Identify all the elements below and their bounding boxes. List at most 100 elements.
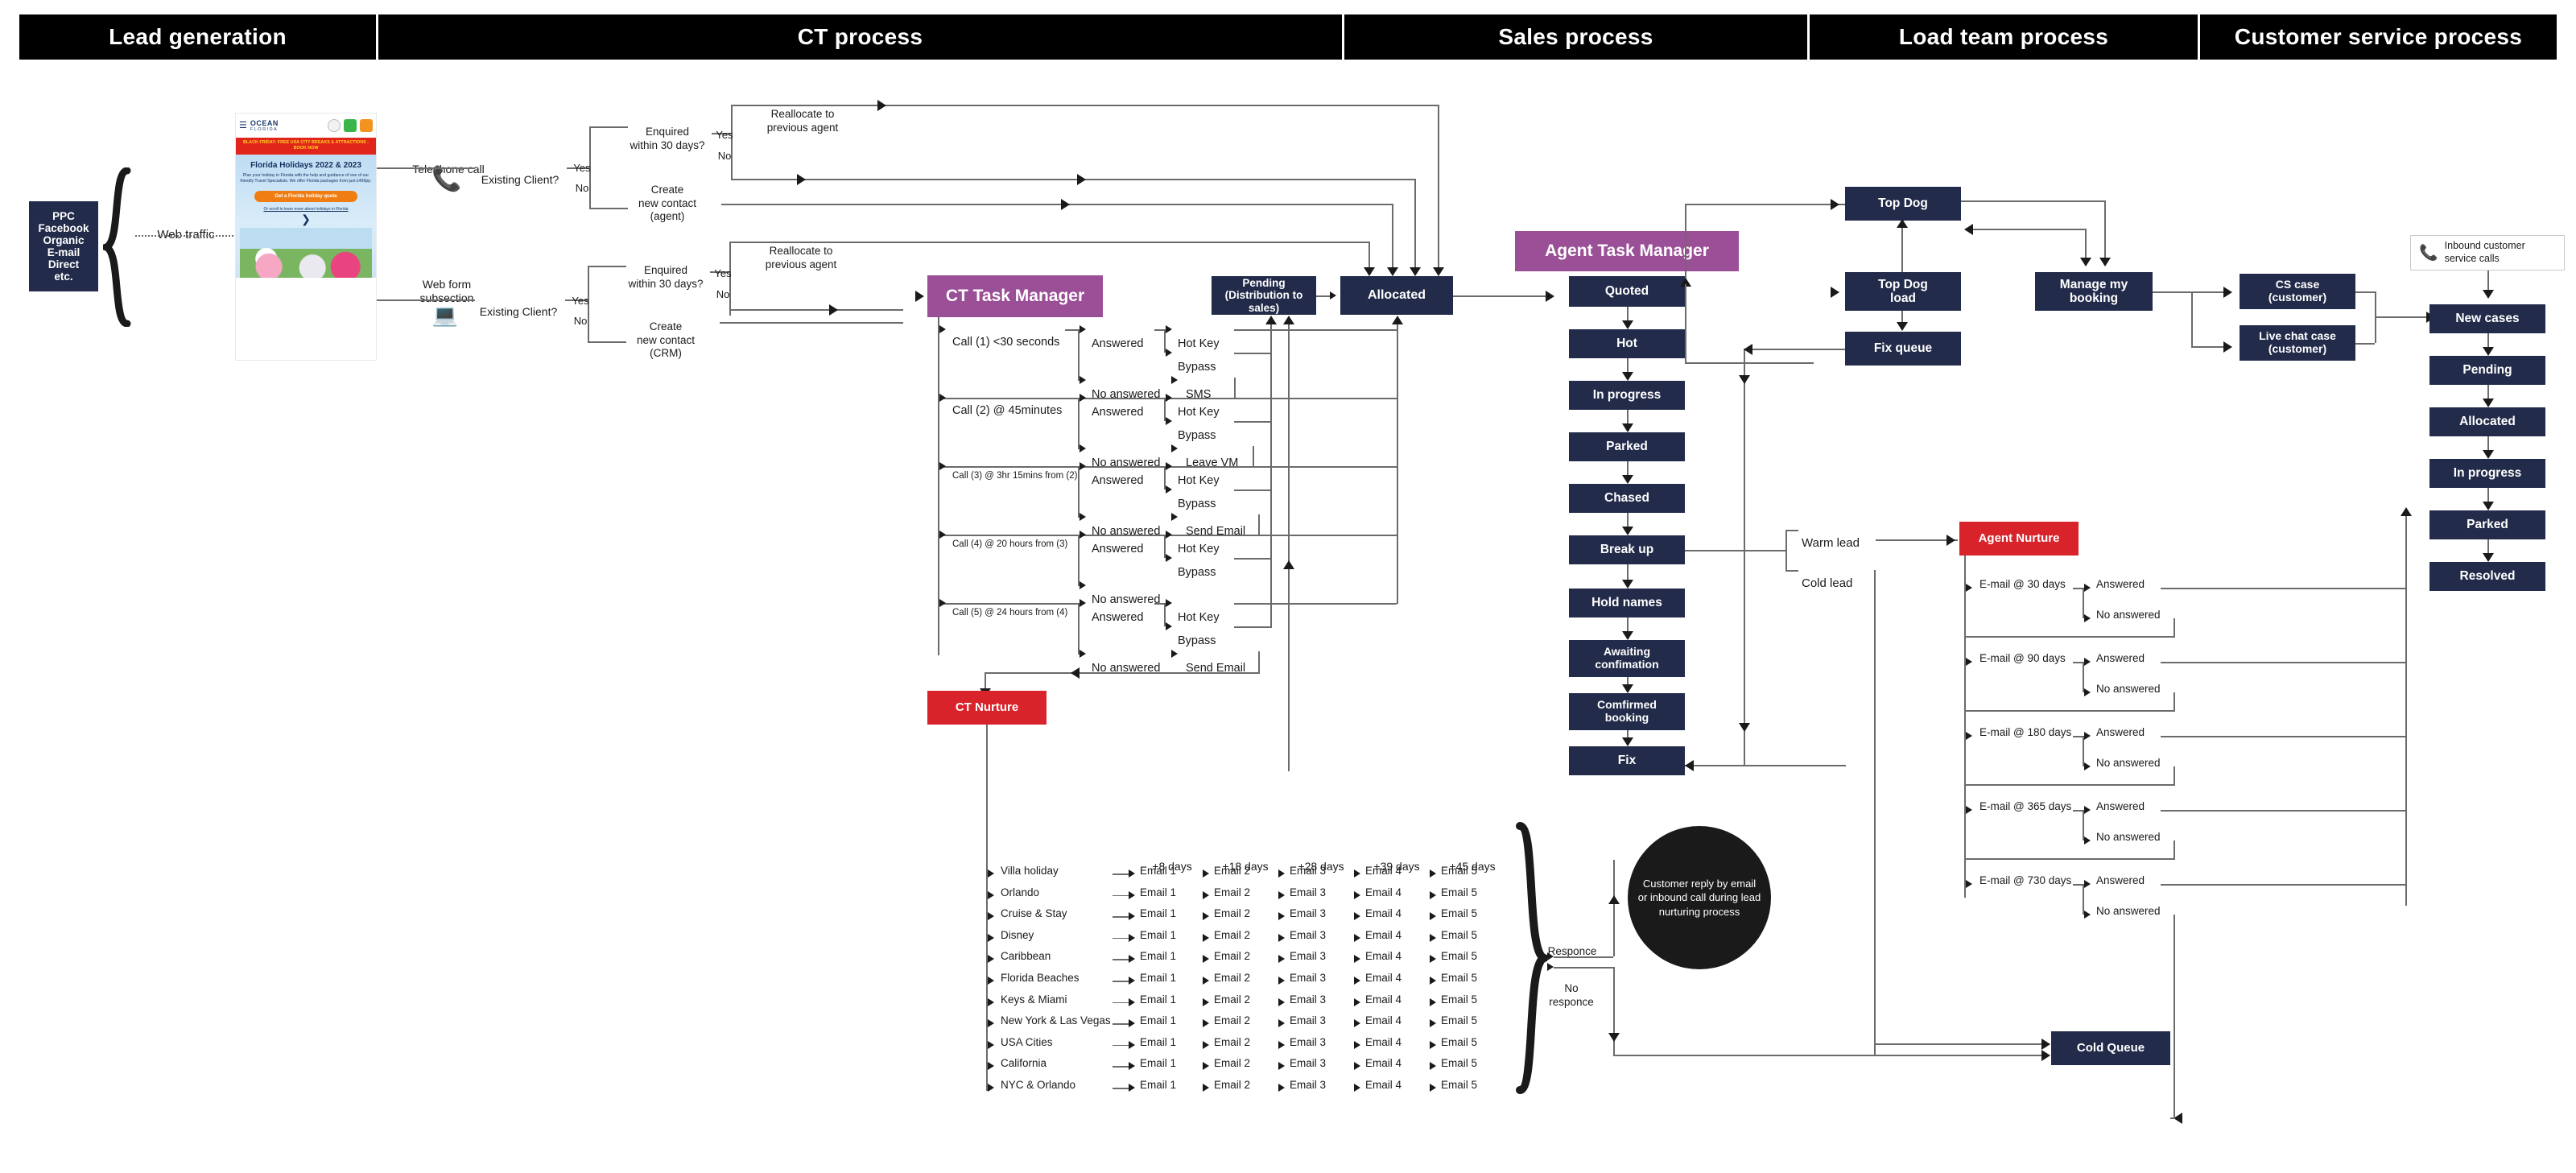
line-call4-split [1078, 535, 1080, 586]
hero-scroll-link[interactable]: Or scroll to learn more about holidays i… [263, 207, 349, 213]
line-call5-ans-split [1164, 603, 1166, 626]
email-label: Email 2 [1214, 865, 1251, 877]
arrow-nurture-noanswered-2 [2084, 762, 2091, 770]
call-label: Call (5) @ 24 hours from (4) [952, 608, 1068, 618]
email-label: Email 1 [1140, 1035, 1177, 1048]
outcome-label: Bypass [1178, 497, 1216, 510]
line-reallocate-top-h [731, 105, 1439, 106]
line-call4-hotkey-h [1234, 535, 1397, 536]
arrow-product-row [988, 1084, 994, 1092]
answered-label: Answered [1092, 473, 1144, 487]
arrow-email-step [1203, 1019, 1209, 1028]
product-label: California [1001, 1057, 1047, 1070]
arrow-call3-noanswered [1080, 513, 1086, 521]
arrow-call1-bypass [1166, 349, 1172, 357]
logo-text: OCEAN [250, 119, 279, 127]
line-top-decision-out [567, 167, 589, 169]
arrow-email-step [1203, 1084, 1209, 1092]
email-label: Email 4 [1365, 972, 1402, 984]
email-label: Email 5 [1441, 865, 1478, 877]
arrow-email-step [1278, 1062, 1285, 1071]
day-header-text: +45 days [1449, 860, 1496, 874]
outcome-label: Bypass [1178, 360, 1216, 374]
menu-icon: ☰ [239, 120, 247, 130]
line-nurture-loop-v-2 [2174, 766, 2175, 784]
arrow-noresponse-coldqueue [2041, 1050, 2050, 1061]
email-label: Email 5 [1441, 1014, 1478, 1027]
nurture-email-label-0: E-mail @ 30 days [1979, 578, 2066, 590]
line-bottom-no [588, 341, 626, 343]
arrow-nurture-step-0 [1966, 584, 1972, 592]
line-booking-to-cs [2191, 291, 2230, 293]
email-label: Email 1 [1140, 1057, 1177, 1070]
arrow-product-row [988, 1062, 994, 1071]
line-inbound-down [2487, 271, 2489, 295]
arrow-email-step [1203, 1040, 1209, 1049]
email-label: Email 3 [1290, 928, 1327, 941]
call-4-bypass: Bypass [1178, 551, 1234, 580]
line-breakup-split [1785, 530, 1787, 570]
enquired-30-days-bottom: Enquired within 30 days? [621, 251, 710, 291]
manage-my-booking-box: Manage my booking [2035, 272, 2153, 311]
arrow-email-step [1354, 890, 1360, 899]
yes-text: Yes [573, 161, 591, 174]
arrow-call1-noanswered [1080, 376, 1086, 384]
header-load-team-process: Load team process [1810, 14, 2200, 60]
call-label: Call (4) @ 20 hours from (3) [952, 539, 1068, 550]
arrow-call5-email-back [1071, 667, 1080, 679]
arrow-product-row [988, 869, 994, 878]
answered-label: Answered [1092, 542, 1144, 556]
arrow-product-row [988, 977, 994, 985]
no-answered-label: No answered [1092, 661, 1161, 675]
line-call1-out [1065, 329, 1078, 331]
line-cs-stage-0 [2487, 333, 2489, 347]
arrow-call2-leavevm [1171, 444, 1178, 452]
line-nurture-final-v [2174, 915, 2175, 1117]
product-label: Orlando [1001, 886, 1040, 898]
line-nurture-out-4 [2073, 884, 2083, 886]
no-label-enq-bottom: No [710, 275, 736, 301]
arrow-nurture-answered-0 [2084, 584, 2091, 592]
decision-label: Existing Client? [481, 173, 559, 187]
call-2-answered: Answered [1092, 391, 1164, 419]
arrow-call2-bypass [1166, 417, 1172, 425]
lead-sources-text: PPC Facebook Organic E-mail Direct etc. [38, 209, 89, 283]
email-label: Email 3 [1290, 1079, 1327, 1091]
arrow-call4-answered [1080, 531, 1086, 539]
arrow-email-step [1430, 955, 1436, 964]
arrow-nurture-step-2 [1966, 732, 1972, 740]
email-label: Email 3 [1290, 907, 1327, 920]
line-nurture-out-3 [2073, 810, 2083, 812]
arrow-sales-stage-2 [1622, 423, 1633, 432]
email-label: Email 2 [1214, 1057, 1251, 1070]
hero-cta-button[interactable]: Get a Florida holiday quote [254, 191, 357, 203]
arrow-into-quoted-side [1680, 278, 1691, 287]
no-answered-label: No answered [1092, 593, 1161, 606]
call-label: Call (2) @ 45minutes [952, 403, 1063, 417]
line-reallocate-bottom-h [729, 242, 1368, 243]
line-call2-out [1065, 398, 1078, 399]
arrow-nurture-answered-1 [2084, 658, 2091, 666]
call-3-answered: Answered [1092, 460, 1164, 488]
email-label: Email 2 [1214, 950, 1251, 963]
email-label: Email 4 [1365, 865, 1402, 877]
arrow-no-top-down [1410, 267, 1421, 276]
decision-label: Create new contact (agent) [638, 184, 697, 223]
line-call2-vm-back [938, 466, 1254, 468]
no-answered-label: No answered [1092, 456, 1161, 469]
sales-stage-0: Quoted [1569, 276, 1685, 307]
arrow-cs-stage-1 [2483, 399, 2494, 407]
line-nurture-answered-0 [2161, 588, 2405, 589]
no-text: No [717, 149, 732, 162]
response-text: Responce [1547, 945, 1597, 958]
line-call1-hotkey-h [1234, 329, 1397, 331]
arrow-email-step [1203, 955, 1209, 964]
arrow-product-row [988, 955, 994, 964]
yes-label-top: Yes [568, 149, 596, 175]
outcome-label: Hot Key [1178, 473, 1220, 487]
arrow-email-step [1430, 869, 1436, 878]
line-call1-ans-out [1154, 329, 1164, 331]
arrow-email-step [1430, 933, 1436, 942]
email-label: Email 2 [1214, 972, 1251, 984]
